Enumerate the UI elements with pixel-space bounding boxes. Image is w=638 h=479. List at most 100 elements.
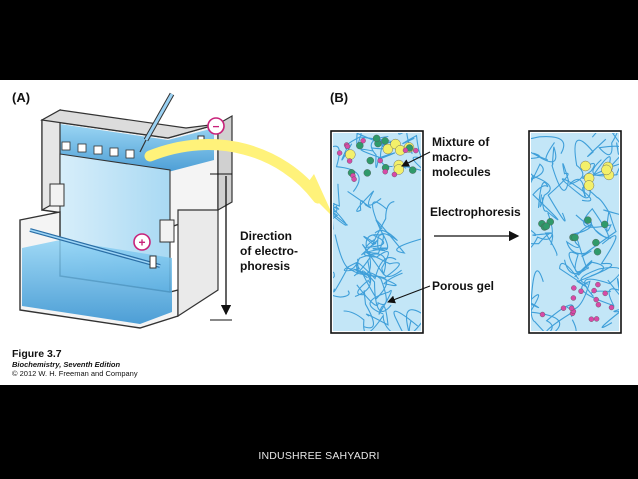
gel-strand	[559, 235, 617, 288]
gel-strand	[343, 257, 397, 280]
gel-strand	[568, 251, 605, 278]
molecule	[570, 295, 577, 301]
molecule	[382, 168, 388, 175]
figure-panel: (A) (B)	[0, 80, 638, 385]
mixture-label-line3: molecules	[432, 165, 491, 179]
gel-strand	[561, 170, 606, 202]
gel-strand	[583, 207, 619, 239]
gel-strand	[393, 309, 421, 331]
gel-strand	[547, 163, 570, 222]
molecule	[571, 233, 579, 242]
molecule	[595, 281, 601, 288]
gel-strand	[531, 135, 565, 161]
direction-arrow	[210, 173, 232, 321]
molecule	[560, 305, 567, 311]
molecule	[336, 150, 343, 156]
gel-strand	[357, 259, 374, 329]
electrophoresis-apparatus	[19, 92, 233, 329]
molecule	[363, 169, 371, 177]
molecule	[584, 216, 592, 224]
zoom-arrow	[144, 139, 324, 204]
gel-strand	[334, 234, 387, 277]
panel-a-label: (A)	[12, 90, 30, 105]
caption-figure-number: Figure 3.7	[12, 348, 62, 360]
footer-author: INDUSHREE SAHYADRI	[258, 450, 380, 462]
mixture-pointer	[401, 151, 431, 167]
gel-strand	[532, 181, 559, 221]
gel-strand	[531, 163, 544, 184]
porous-gel-label: Porous gel	[432, 279, 494, 293]
molecule	[571, 285, 577, 291]
molecule	[346, 158, 353, 164]
caption-book: Biochemistry, Seventh Edition	[12, 360, 121, 369]
molecule	[568, 305, 575, 312]
positive-electrode-icon	[133, 233, 151, 251]
molecule	[583, 180, 595, 191]
molecule	[580, 160, 591, 172]
molecule	[409, 166, 417, 174]
direction-label-line2: of electro-	[240, 244, 298, 258]
figure-caption: Figure 3.7 Biochemistry, Seventh Edition…	[12, 348, 232, 378]
gel-strand	[531, 270, 575, 331]
caption-copyright: © 2012 W. H. Freeman and Company	[12, 369, 138, 378]
molecule	[360, 138, 366, 144]
molecule	[393, 164, 404, 175]
molecule	[592, 238, 600, 247]
panel-b-label: (B)	[330, 90, 348, 105]
direction-label-line3: phoresis	[240, 259, 290, 273]
gel-strand	[531, 146, 557, 166]
gel-strand	[580, 266, 619, 297]
gel-strand	[531, 229, 558, 257]
gel-strand	[398, 133, 413, 154]
molecule	[377, 157, 383, 164]
gel-strand	[531, 294, 577, 331]
mixture-label-line2: macro-	[432, 150, 472, 164]
gel-strand	[343, 310, 392, 331]
gel-strand	[568, 138, 607, 197]
molecule	[402, 147, 409, 154]
gel-strand	[375, 219, 421, 254]
molecule	[391, 171, 398, 178]
gel-strand	[611, 133, 619, 143]
gel-strand	[591, 133, 619, 156]
mixture-label-line1: Mixture of	[432, 135, 490, 149]
molecules-after	[538, 160, 615, 322]
gel-strand	[592, 156, 619, 177]
molecule	[593, 316, 600, 322]
molecule	[593, 247, 602, 256]
molecule	[595, 301, 602, 308]
molecule	[381, 137, 389, 145]
molecule	[591, 287, 597, 294]
molecule	[601, 220, 609, 229]
molecule	[366, 156, 374, 165]
molecule	[601, 164, 612, 176]
molecule	[539, 311, 546, 318]
molecules-before	[336, 134, 419, 182]
gel-strand	[360, 135, 396, 168]
zoom-arrow-head	[304, 174, 334, 218]
minus-symbol: −	[212, 120, 219, 134]
molecule	[542, 222, 550, 230]
gel-strand	[333, 205, 347, 230]
gel-strand	[341, 136, 394, 167]
direction-label-line1: Direction	[240, 229, 292, 243]
gel-strand	[365, 289, 392, 326]
electrophoresis-figure: (A) (B)	[12, 90, 622, 334]
gel-strand	[356, 269, 403, 287]
molecule	[372, 134, 381, 143]
molecule	[608, 304, 615, 311]
molecule	[382, 143, 394, 155]
plus-symbol: +	[138, 236, 145, 250]
porous-gel-pointer	[387, 285, 431, 304]
gel-strand	[601, 278, 619, 329]
molecule	[602, 290, 608, 297]
molecule	[356, 141, 364, 150]
gel-strand	[333, 271, 350, 298]
gel-strand	[333, 183, 341, 207]
molecule	[413, 147, 419, 154]
gel-strand	[347, 190, 382, 212]
negative-electrode-icon	[207, 117, 225, 135]
molecule	[345, 149, 356, 160]
electrophoresis-label: Electrophoresis	[430, 205, 521, 219]
